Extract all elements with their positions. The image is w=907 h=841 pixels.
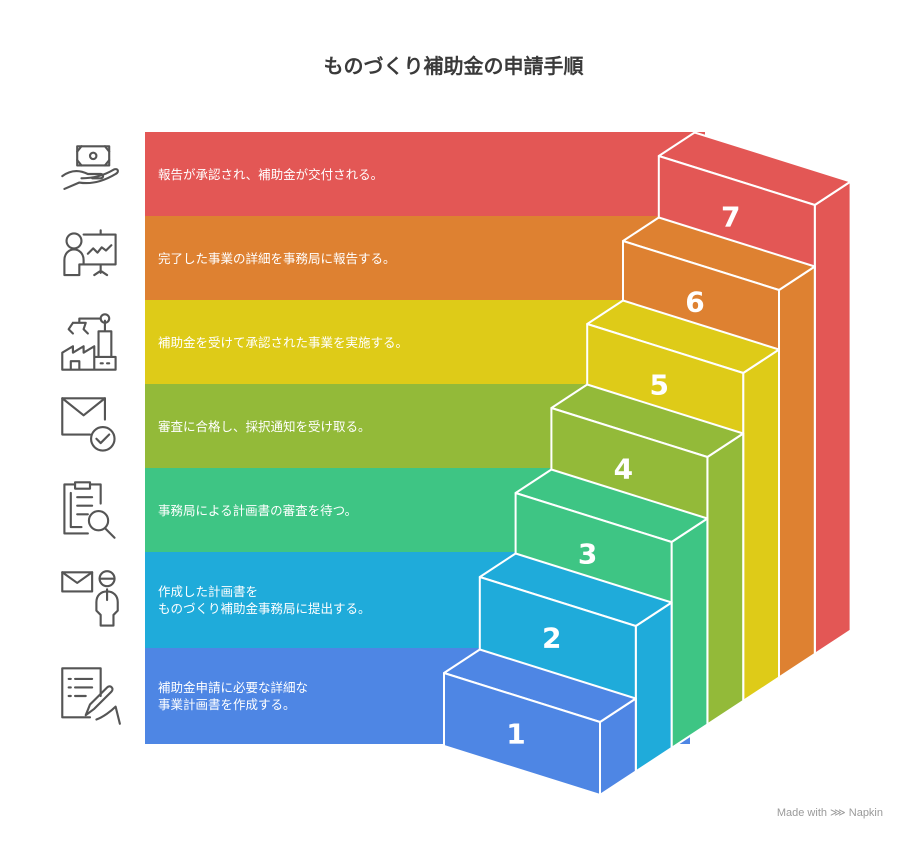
step-number: 7	[721, 201, 740, 234]
step-number: 4	[614, 453, 633, 486]
step-description-7: 報告が承認され、補助金が交付される。	[158, 166, 384, 182]
clipboard-search-icon	[58, 478, 122, 542]
step-number: 6	[685, 286, 704, 319]
mail-person-icon	[58, 568, 122, 632]
step-side-7	[813, 180, 852, 655]
step-description-4: 審査に合格し、採択通知を受け取る。	[158, 418, 371, 434]
band-6	[145, 216, 690, 300]
step-number: 5	[649, 369, 668, 402]
step-side-4	[706, 432, 745, 726]
step-description-3: 事務局による計画書の審査を待つ。	[158, 502, 358, 518]
document-sign-icon	[58, 664, 122, 728]
step-number: 2	[542, 622, 561, 655]
step-side-2	[634, 601, 673, 773]
band-7	[145, 132, 705, 216]
step-side-6	[778, 265, 816, 679]
step-number: 1	[506, 718, 525, 751]
step-description-5: 補助金を受けて承認された事業を実施する。	[158, 334, 409, 350]
presenter-chart-icon	[58, 226, 122, 290]
mail-check-icon	[58, 394, 122, 458]
page-title: ものづくり補助金の申請手順	[323, 54, 584, 78]
step-description-1: 補助金申請に必要な詳細な 事業計画書を作成する。	[158, 680, 309, 712]
step-description-6: 完了した事業の詳細を事務局に報告する。	[158, 250, 396, 266]
step-description-2: 作成した計画書を ものづくり補助金事務局に提出する。	[158, 584, 371, 616]
money-hand-icon	[58, 142, 122, 206]
step-number: 3	[578, 538, 597, 571]
factory-robot-icon	[58, 310, 122, 374]
step-front-1	[443, 672, 601, 796]
step-side-5	[742, 348, 780, 702]
step-side-3	[670, 517, 709, 749]
napkin-credit: Made with ⋙ Napkin	[776, 807, 883, 819]
